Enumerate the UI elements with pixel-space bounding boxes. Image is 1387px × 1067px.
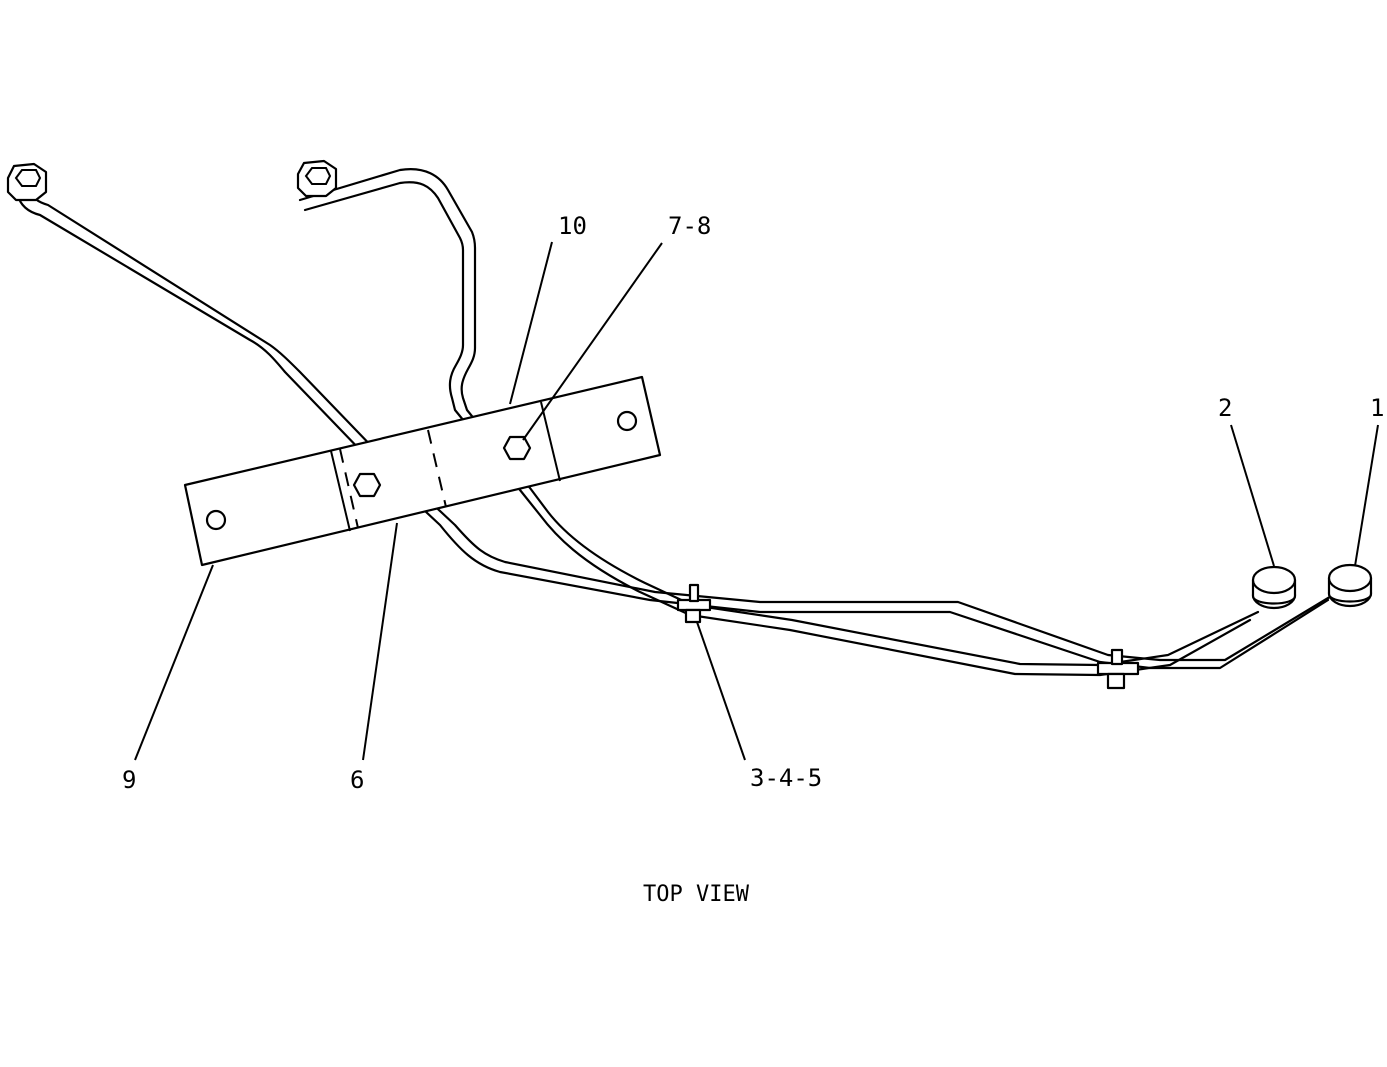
clamp-center: [676, 583, 712, 624]
callout-7-8: 7-8: [668, 212, 711, 240]
view-label: TOP VIEW: [643, 882, 750, 907]
nut-1: [1327, 563, 1373, 608]
callout-1: 1: [1370, 394, 1384, 422]
clamp-right: [1096, 648, 1140, 690]
leader-lines: [134, 241, 1379, 761]
fuel-line-10: [298, 168, 1260, 677]
callout-10: 10: [558, 212, 587, 240]
top-center-nut: [296, 159, 338, 198]
top-left-nut: [6, 162, 48, 202]
bracket-plate: [183, 375, 662, 567]
callout-9: 9: [122, 766, 136, 794]
bolt-hex-left: [352, 472, 382, 498]
fuel-line-9: [16, 188, 1340, 670]
callout-2: 2: [1218, 394, 1232, 422]
bolt-hex-right: [502, 435, 532, 461]
callout-3-4-5: 3-4-5: [750, 764, 822, 792]
callout-6: 6: [350, 766, 364, 794]
nut-2: [1251, 565, 1297, 610]
